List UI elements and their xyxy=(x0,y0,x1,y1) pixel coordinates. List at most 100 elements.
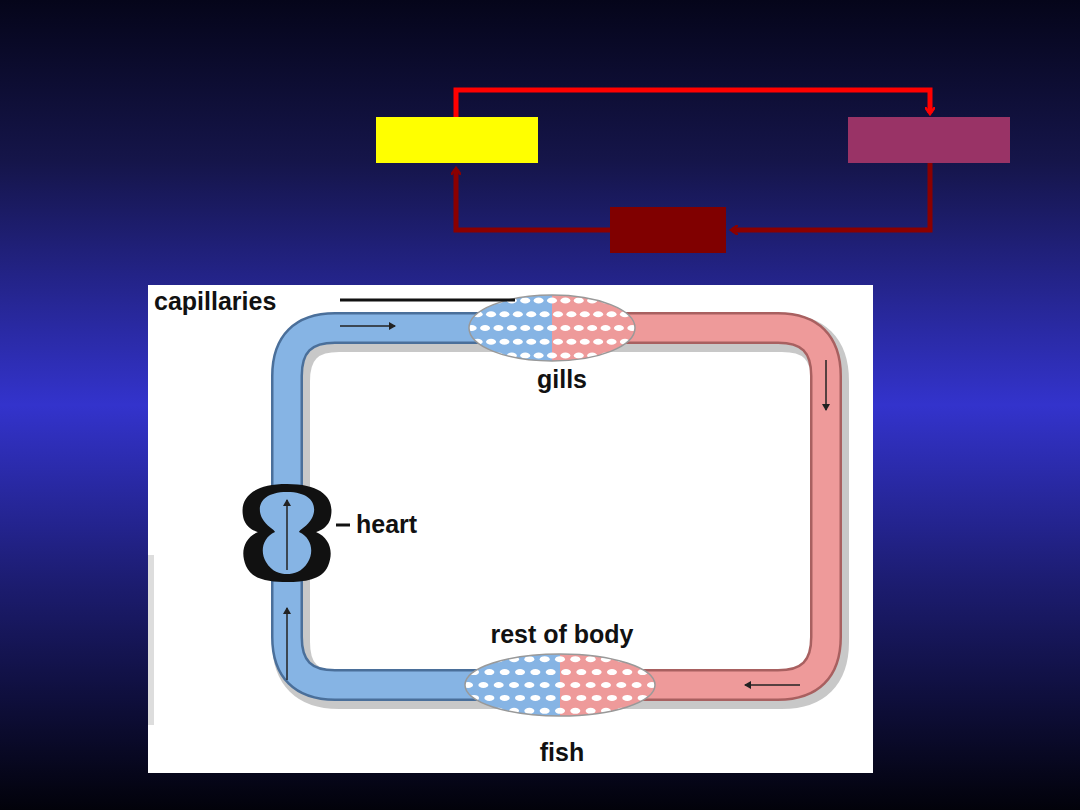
capillary-gap xyxy=(653,669,663,675)
capillary-gap xyxy=(616,682,626,688)
capillary-gap xyxy=(555,656,565,662)
capillary-gap xyxy=(547,298,557,304)
capillary-gap xyxy=(653,695,663,701)
capillary-gap xyxy=(614,298,624,304)
capillary-gap xyxy=(546,695,556,701)
capillary-gap xyxy=(570,682,580,688)
capillary-gap xyxy=(632,682,642,688)
capillary-gap xyxy=(560,325,570,331)
capillary-gap xyxy=(500,695,510,701)
capillary-gap xyxy=(622,695,632,701)
capillary-gap xyxy=(515,695,525,701)
capillary-gap xyxy=(555,682,565,688)
capillary-gap xyxy=(480,325,490,331)
panel-edge xyxy=(148,555,154,725)
capillary-gap xyxy=(534,325,544,331)
capillary-gap xyxy=(540,339,550,345)
capillary-gap xyxy=(647,708,657,714)
capillary-gap xyxy=(526,311,536,317)
capillary-gap xyxy=(484,669,494,675)
capillary-gap xyxy=(553,339,563,345)
capillary-gap xyxy=(627,353,637,359)
capillary-gap xyxy=(540,656,550,662)
circulation-loop xyxy=(243,290,830,725)
yellow-box xyxy=(376,117,538,163)
capillary-gap xyxy=(530,695,540,701)
capillary-gap xyxy=(478,656,488,662)
capillary-gap xyxy=(627,325,637,331)
capillary-gap xyxy=(524,708,534,714)
capillary-gap xyxy=(633,339,643,345)
capillary-gap xyxy=(580,339,590,345)
capillary-gap xyxy=(524,656,534,662)
capillary-gap xyxy=(574,298,584,304)
capillary-gap xyxy=(540,708,550,714)
capillary-gap xyxy=(593,339,603,345)
capillary-gap xyxy=(520,353,530,359)
capillary-gap xyxy=(499,311,509,317)
capillary-gap xyxy=(574,353,584,359)
capillary-gap xyxy=(633,311,643,317)
capillary-gap xyxy=(561,695,571,701)
capillary-gap xyxy=(513,339,523,345)
darkred-box xyxy=(610,207,726,253)
capillary-gap xyxy=(560,298,570,304)
capillary-gap xyxy=(614,325,624,331)
schematic-loop xyxy=(376,90,1010,253)
capillary-gap xyxy=(566,311,576,317)
capillary-gap xyxy=(463,708,473,714)
capillary-gap xyxy=(607,695,617,701)
capillary-gap xyxy=(540,682,550,688)
callout-label: capillaries xyxy=(152,288,278,316)
capillary-gap xyxy=(520,325,530,331)
capillary-gap xyxy=(486,339,496,345)
capillary-gap xyxy=(486,311,496,317)
capillary-gap xyxy=(530,669,540,675)
part-label: heart xyxy=(354,511,419,539)
capillary-gap xyxy=(540,311,550,317)
capillary-gap xyxy=(627,298,637,304)
picture-panel xyxy=(148,285,873,773)
capillary-gap xyxy=(463,656,473,662)
capillary-gap xyxy=(601,682,611,688)
capillary-gap xyxy=(607,311,617,317)
capillary-gap xyxy=(500,669,510,675)
capillary-gap xyxy=(607,339,617,345)
capillary-gap xyxy=(593,311,603,317)
capillary-gap xyxy=(467,325,477,331)
caption-label: fish xyxy=(538,739,586,767)
capillary-gap xyxy=(570,708,580,714)
capillary-gap xyxy=(570,656,580,662)
capillary-gap xyxy=(478,682,488,688)
capillary-gap xyxy=(494,682,504,688)
capillary-gap xyxy=(586,682,596,688)
capillary-gap xyxy=(467,353,477,359)
capillary-gap xyxy=(580,311,590,317)
part-label: rest of body xyxy=(488,621,635,649)
capillary-gap xyxy=(546,669,556,675)
capillary-gap xyxy=(547,353,557,359)
capillary-gap xyxy=(553,311,563,317)
capillary-gap xyxy=(484,695,494,701)
capillary-gap xyxy=(478,708,488,714)
capillary-gap xyxy=(534,298,544,304)
capillary-gap xyxy=(601,325,611,331)
capillary-gap xyxy=(607,669,617,675)
capillary-gap xyxy=(586,708,596,714)
capillary-gap xyxy=(576,695,586,701)
capillary-gap xyxy=(614,353,624,359)
capillary-gap xyxy=(586,656,596,662)
capillary-gap xyxy=(520,298,530,304)
capillary-gap xyxy=(493,325,503,331)
capillary-gap xyxy=(534,353,544,359)
capillary-gap xyxy=(566,339,576,345)
capillary-gap xyxy=(515,669,525,675)
capillary-gap xyxy=(547,325,557,331)
mauve-box xyxy=(848,117,1010,163)
capillary-gap xyxy=(592,695,602,701)
capillary-gap xyxy=(574,325,584,331)
capillary-gap xyxy=(555,708,565,714)
capillary-gap xyxy=(576,669,586,675)
capillary-gap xyxy=(524,682,534,688)
